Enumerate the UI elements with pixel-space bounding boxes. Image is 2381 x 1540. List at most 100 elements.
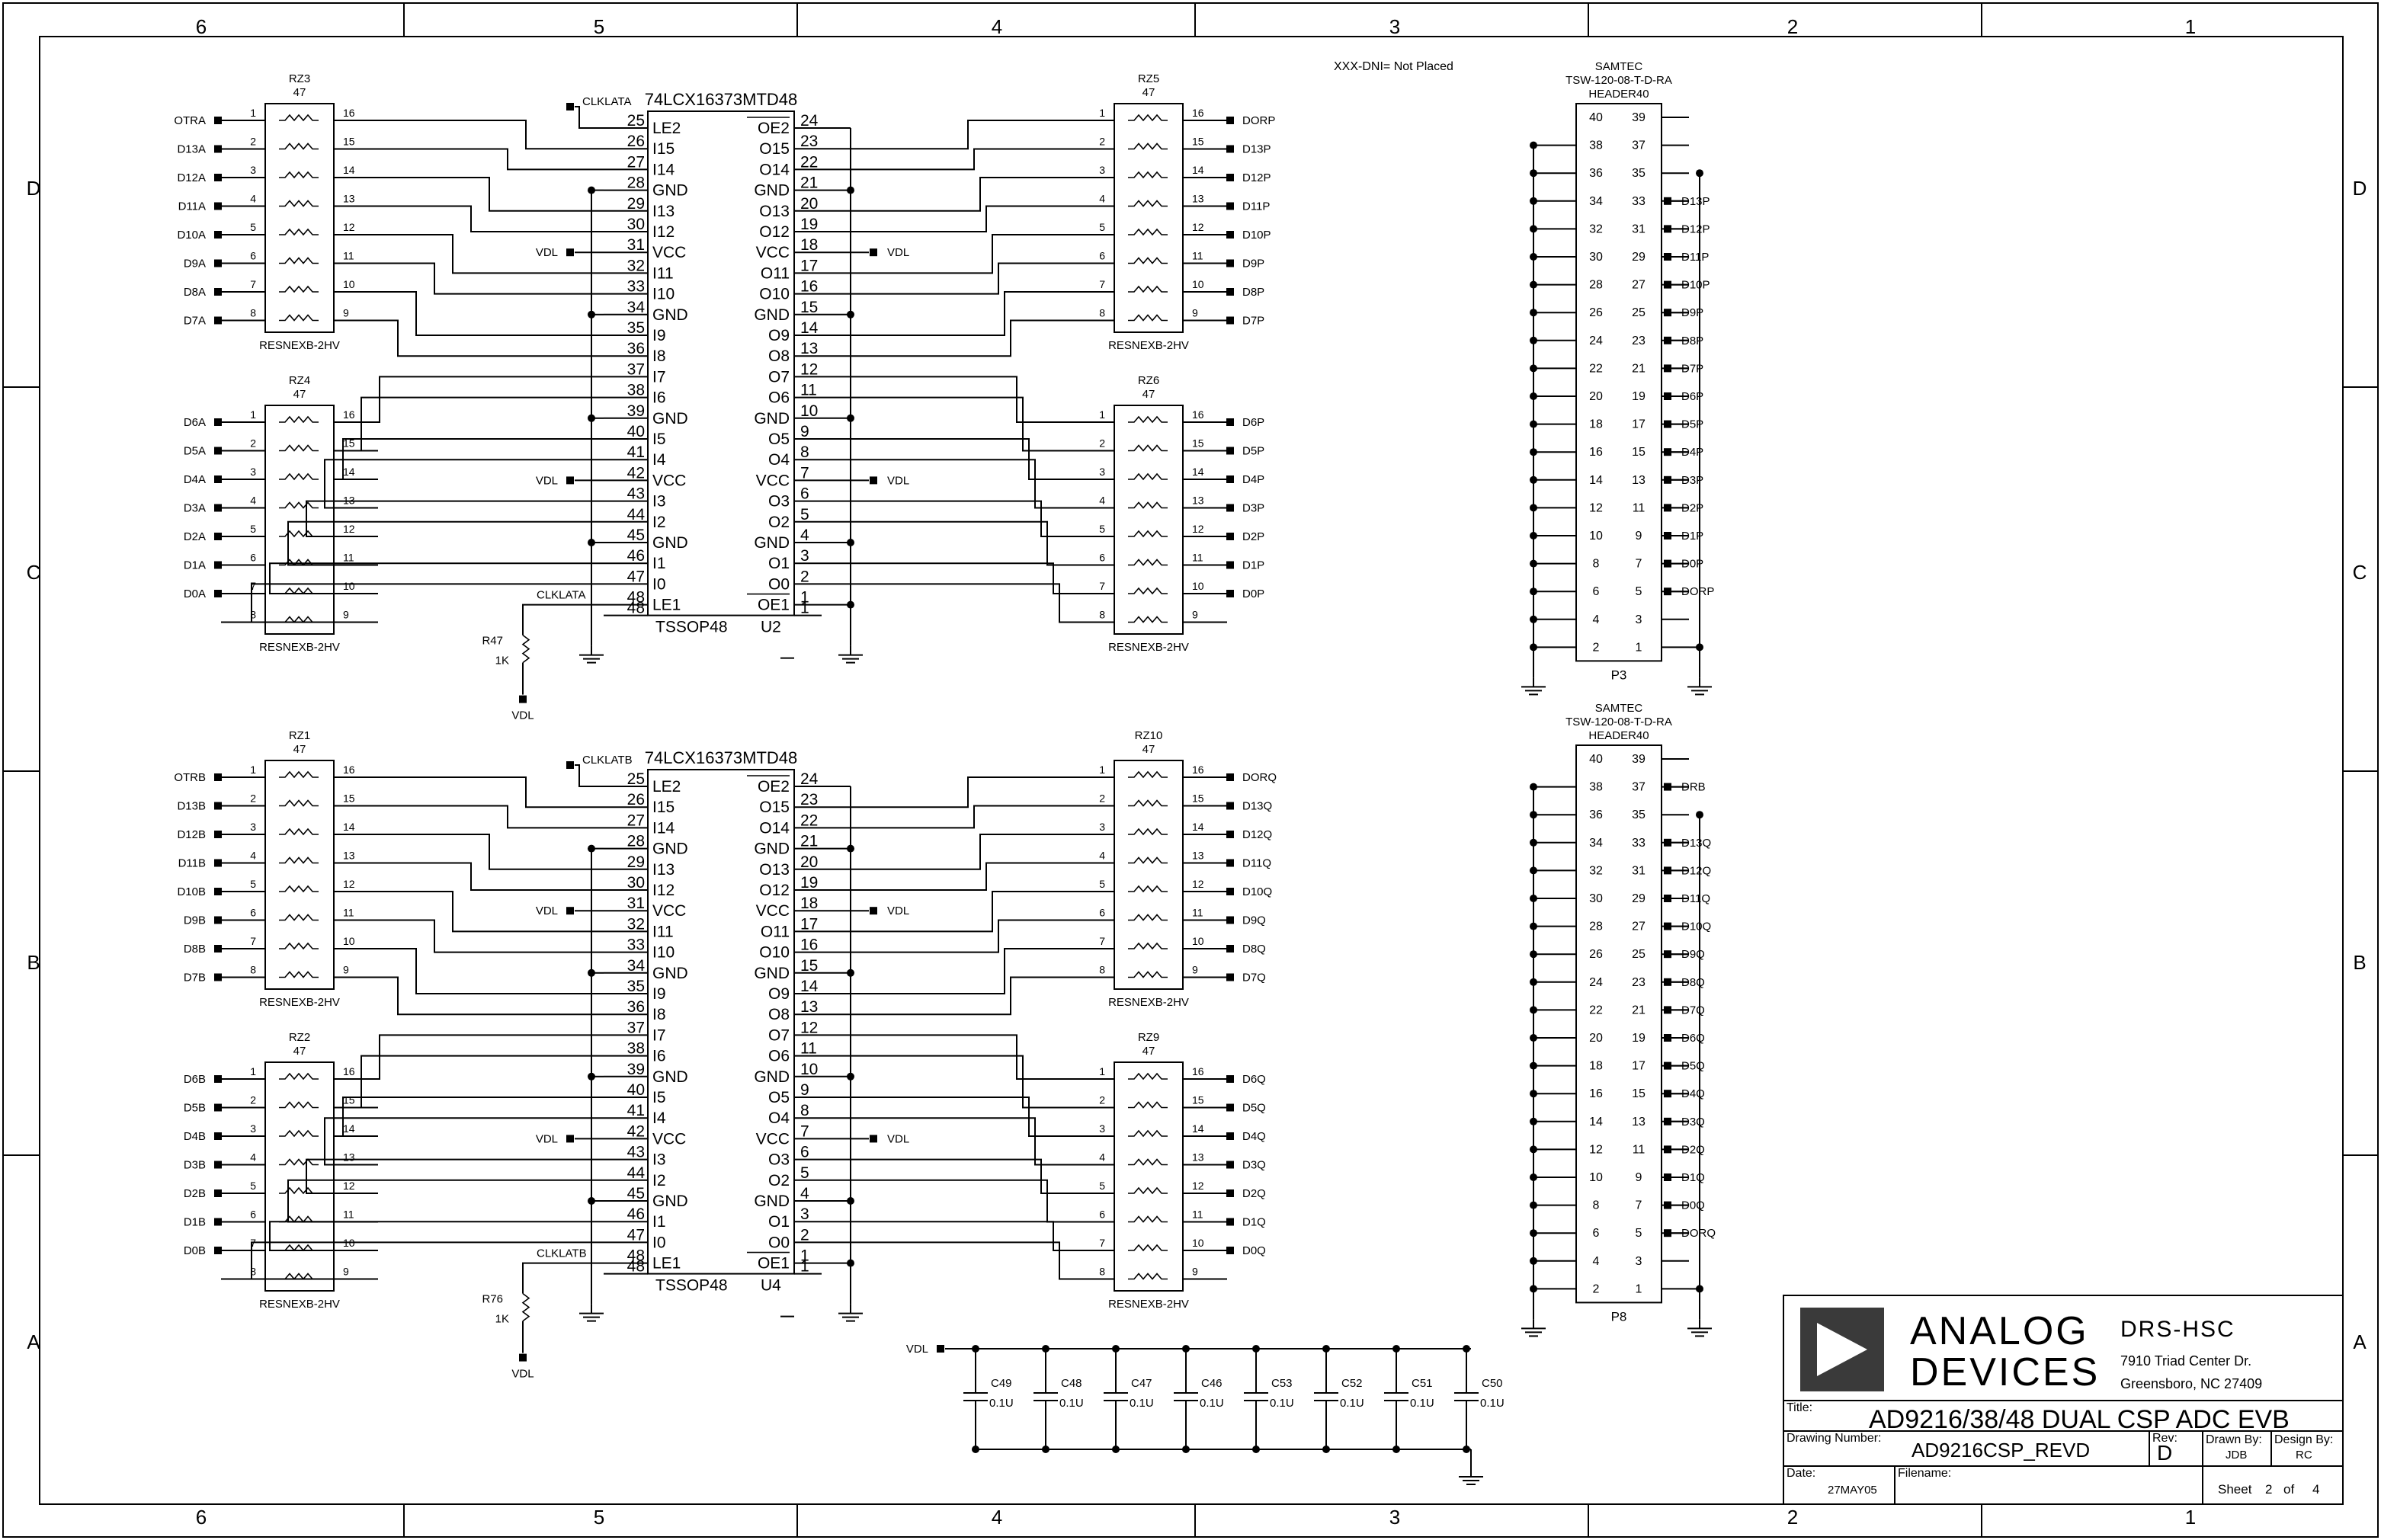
net-label: D0Q xyxy=(1242,1244,1266,1257)
pin-name: I11 xyxy=(652,923,674,940)
ground-symbol xyxy=(1459,1468,1483,1485)
net-label: D12A xyxy=(177,171,206,184)
column-label-top: 3 xyxy=(1389,15,1400,38)
resistor-element xyxy=(279,914,319,921)
port-marker xyxy=(1664,448,1671,456)
sheet-count: 4 xyxy=(2312,1482,2319,1497)
pin-number: 24 xyxy=(1589,976,1603,989)
pin-number: 23 xyxy=(1632,976,1646,989)
pin-number: 34 xyxy=(627,957,646,975)
pin-number: 2 xyxy=(250,136,256,148)
pin-number: 23 xyxy=(1632,335,1646,347)
resistor-element xyxy=(1128,828,1168,836)
net-label: D8P xyxy=(1242,286,1264,299)
junction-dot xyxy=(1392,1446,1400,1453)
pullup-ref: R76 xyxy=(482,1293,503,1306)
resistor-element xyxy=(1128,616,1168,623)
pin-name: I13 xyxy=(652,203,675,220)
pin-number: 6 xyxy=(1593,1227,1600,1240)
capacitor-ref: C53 xyxy=(1271,1377,1293,1390)
junction-dot xyxy=(588,1197,595,1205)
net-label: D1P xyxy=(1681,530,1703,543)
pin-number: 2 xyxy=(250,1094,256,1106)
pullup-value: 1K xyxy=(495,655,509,668)
pin-number: 26 xyxy=(627,791,645,808)
net-label: D13B xyxy=(177,800,206,813)
pin-number: 8 xyxy=(1099,1266,1105,1278)
pin-number: 6 xyxy=(1099,1209,1105,1221)
header-body xyxy=(1575,103,1662,662)
pin-number: 9 xyxy=(343,964,349,976)
pin-number: 6 xyxy=(250,907,256,919)
wire xyxy=(522,1262,604,1294)
data-wire xyxy=(378,291,604,336)
resistor-pack-ref: RZ3 xyxy=(289,72,310,85)
port-marker xyxy=(214,1075,222,1083)
column-label-bottom: 3 xyxy=(1389,1506,1400,1529)
pin-number: 32 xyxy=(627,257,645,274)
pin-number: 34 xyxy=(1589,195,1603,208)
ground-symbol xyxy=(838,645,863,664)
pin-number: 13 xyxy=(343,1151,355,1164)
data-wire xyxy=(849,120,1070,150)
pin-number: 1 xyxy=(800,600,809,617)
pin-number: 19 xyxy=(1632,1032,1646,1045)
row-label-left: C xyxy=(27,561,41,584)
port-marker xyxy=(1664,364,1671,373)
net-label: D5P xyxy=(1681,418,1703,431)
pin-name: O15 xyxy=(759,140,790,158)
net-label: D10A xyxy=(177,229,206,242)
pin-number: 7 xyxy=(1099,1237,1105,1249)
resistor-element xyxy=(1128,1129,1168,1138)
pin-number: 35 xyxy=(627,978,645,995)
pin-number: 10 xyxy=(343,935,355,947)
pin-number: 12 xyxy=(800,360,818,378)
port-marker xyxy=(1664,253,1671,261)
net-label: D3B xyxy=(184,1159,206,1172)
pullup-resistor xyxy=(521,634,530,664)
pin-number: 21 xyxy=(1632,362,1646,375)
title-label: Title: xyxy=(1787,1401,1812,1414)
capacitor-value: 0.1U xyxy=(1340,1397,1364,1410)
port-marker xyxy=(1664,978,1671,986)
resistor-pack-value: 47 xyxy=(1142,1045,1155,1058)
pin-number: 44 xyxy=(627,506,646,523)
pin-number: 1 xyxy=(1099,408,1105,421)
data-wire xyxy=(378,891,604,933)
pin-number: 43 xyxy=(627,1144,645,1161)
pin-number: 11 xyxy=(343,250,354,262)
drawn-by-label: Drawn By: xyxy=(2206,1433,2262,1446)
pin-name: I15 xyxy=(652,140,675,158)
pin-number: 12 xyxy=(1192,878,1204,890)
date-value: 27MAY05 xyxy=(1828,1484,1877,1497)
company-name-line2: DEVICES xyxy=(1910,1350,2100,1394)
resistor-element xyxy=(279,314,319,322)
capacitor-value: 0.1U xyxy=(1130,1397,1154,1410)
port-marker xyxy=(1226,561,1234,569)
port-marker xyxy=(214,1218,222,1226)
net-label: D6P xyxy=(1242,416,1264,429)
port-marker xyxy=(1664,504,1671,512)
port-marker xyxy=(1664,197,1671,205)
resistor-pack-value: 47 xyxy=(293,1045,306,1058)
pin-name: VCC xyxy=(652,472,686,489)
pin-number: 23 xyxy=(800,133,818,150)
pin-number: 16 xyxy=(343,764,355,776)
ground-symbol xyxy=(579,1304,604,1322)
pin-number: 13 xyxy=(800,340,818,357)
wire xyxy=(575,764,604,787)
data-wire xyxy=(849,205,1070,232)
address-line2: Greensboro, NC 27409 xyxy=(2120,1376,2262,1391)
pin-number: 20 xyxy=(1589,1032,1603,1045)
port-marker xyxy=(519,1353,527,1362)
pin-number: 9 xyxy=(1192,964,1198,976)
pin-number: 10 xyxy=(1192,580,1204,592)
pin-number: 6 xyxy=(250,250,256,262)
pin-number: 38 xyxy=(627,1040,645,1058)
resistor-element xyxy=(1128,1158,1168,1166)
net-label: D6Q xyxy=(1681,1032,1705,1045)
pin-name: O3 xyxy=(768,493,790,511)
resistor-pack-ref: RZ6 xyxy=(1138,374,1159,387)
title-block: ANALOG DEVICES DRS-HSC 7910 Triad Center… xyxy=(1783,1295,2344,1505)
